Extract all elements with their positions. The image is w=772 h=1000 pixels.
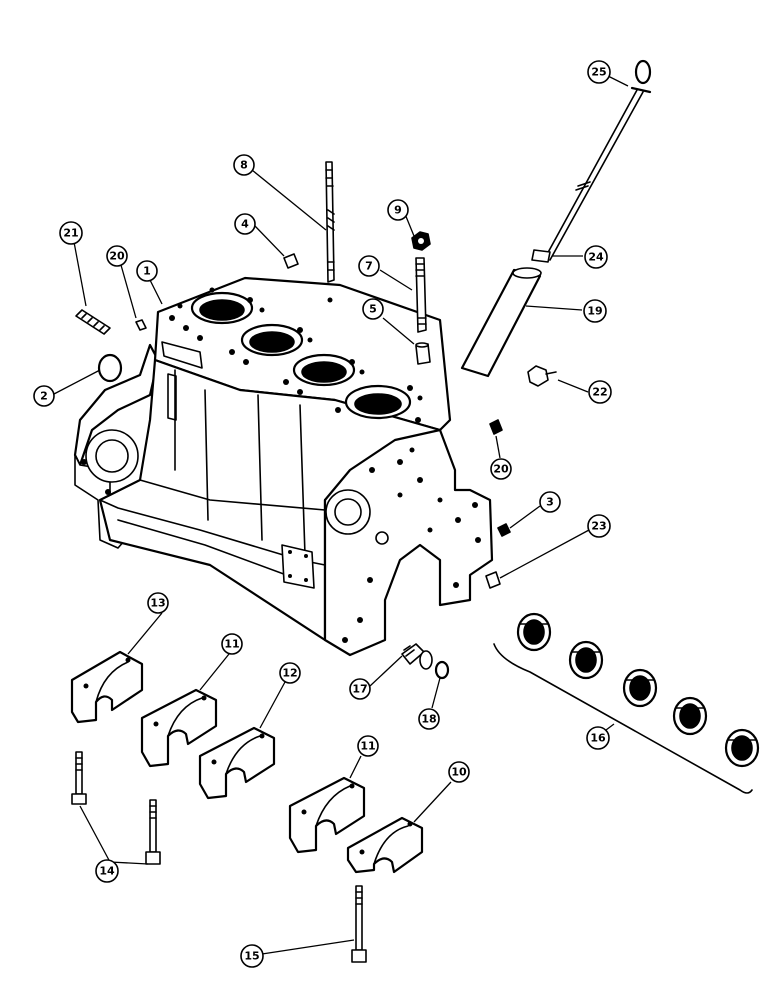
svg-text:3: 3 — [546, 496, 554, 509]
small-plug — [283, 253, 299, 269]
svg-text:8: 8 — [240, 159, 248, 172]
svg-text:9: 9 — [394, 204, 402, 217]
callout-20b: 20 — [490, 458, 512, 480]
svg-text:11: 11 — [224, 638, 239, 651]
cylinder-block — [73, 276, 494, 657]
svg-text:21: 21 — [63, 227, 78, 240]
callout-24: 24 — [584, 245, 608, 269]
svg-text:4: 4 — [241, 218, 249, 231]
bearing-cap-11b — [288, 776, 366, 854]
callout-23: 23 — [587, 514, 611, 538]
svg-text:20: 20 — [493, 463, 509, 476]
expansion-plug — [97, 353, 123, 383]
svg-text:23: 23 — [591, 520, 606, 533]
callout-5: 5 — [362, 298, 384, 320]
svg-text:13: 13 — [150, 597, 165, 610]
svg-text:14: 14 — [99, 865, 115, 878]
callout-18: 18 — [418, 708, 440, 730]
svg-text:16: 16 — [590, 732, 606, 745]
svg-text:12: 12 — [282, 667, 297, 680]
bearing-cap-11a — [140, 688, 218, 768]
pipe-plug-2 — [489, 419, 503, 435]
svg-text:2: 2 — [40, 390, 48, 403]
callout-3: 3 — [539, 491, 561, 513]
callout-20: 20 — [106, 245, 128, 267]
callout-25: 25 — [587, 60, 611, 84]
bearing-cap-13 — [70, 650, 144, 724]
svg-text:20: 20 — [109, 250, 125, 263]
bushing-plug — [485, 571, 501, 589]
breather-fitting — [527, 365, 557, 387]
callout-13: 13 — [147, 592, 169, 614]
threaded-stud — [75, 309, 111, 335]
callout-21: 21 — [59, 221, 83, 245]
cap-bolt-3 — [351, 885, 367, 963]
callout-14: 14 — [95, 859, 119, 883]
cap-bolt-1 — [71, 751, 87, 805]
cap-bolt-2 — [145, 799, 161, 865]
callout-11b: 11 — [357, 735, 379, 757]
head-stud-long — [325, 161, 335, 283]
svg-text:15: 15 — [244, 950, 259, 963]
svg-text:24: 24 — [588, 251, 604, 264]
hex-nut — [411, 231, 431, 251]
svg-text:5: 5 — [369, 303, 377, 316]
callout-4: 4 — [234, 213, 256, 235]
dowel-sleeve — [415, 342, 431, 365]
svg-text:18: 18 — [421, 713, 436, 726]
callout-19: 19 — [583, 299, 607, 323]
plug — [497, 523, 511, 537]
svg-text:17: 17 — [352, 683, 367, 696]
pipe-plug — [135, 319, 147, 331]
svg-text:22: 22 — [592, 386, 607, 399]
dipstick — [531, 59, 652, 263]
svg-text:7: 7 — [365, 260, 373, 273]
callout-8: 8 — [233, 154, 255, 176]
sealing-washer — [434, 660, 450, 680]
callout-2: 2 — [33, 385, 55, 407]
callout-15: 15 — [240, 944, 264, 968]
svg-text:19: 19 — [587, 305, 602, 318]
callout-1: 1 — [136, 260, 158, 282]
leader-lines — [53, 75, 629, 955]
stud — [415, 257, 427, 333]
callout-10: 10 — [448, 761, 470, 783]
drain-fitting — [401, 643, 433, 670]
callout-7: 7 — [358, 255, 380, 277]
callout-12: 12 — [279, 662, 301, 684]
callout-9: 9 — [387, 199, 409, 221]
svg-text:10: 10 — [451, 766, 467, 779]
svg-text:25: 25 — [591, 66, 606, 79]
camshaft-bushings — [493, 612, 760, 794]
bearing-cap-12 — [198, 726, 276, 800]
dipstick-tube — [460, 267, 542, 378]
callout-17: 17 — [349, 678, 371, 700]
callout-11: 11 — [221, 633, 243, 655]
bearing-cap-10 — [346, 816, 424, 874]
callout-22: 22 — [588, 380, 612, 404]
svg-text:1: 1 — [143, 265, 151, 278]
callout-16: 16 — [586, 726, 610, 750]
svg-text:11: 11 — [360, 740, 375, 753]
